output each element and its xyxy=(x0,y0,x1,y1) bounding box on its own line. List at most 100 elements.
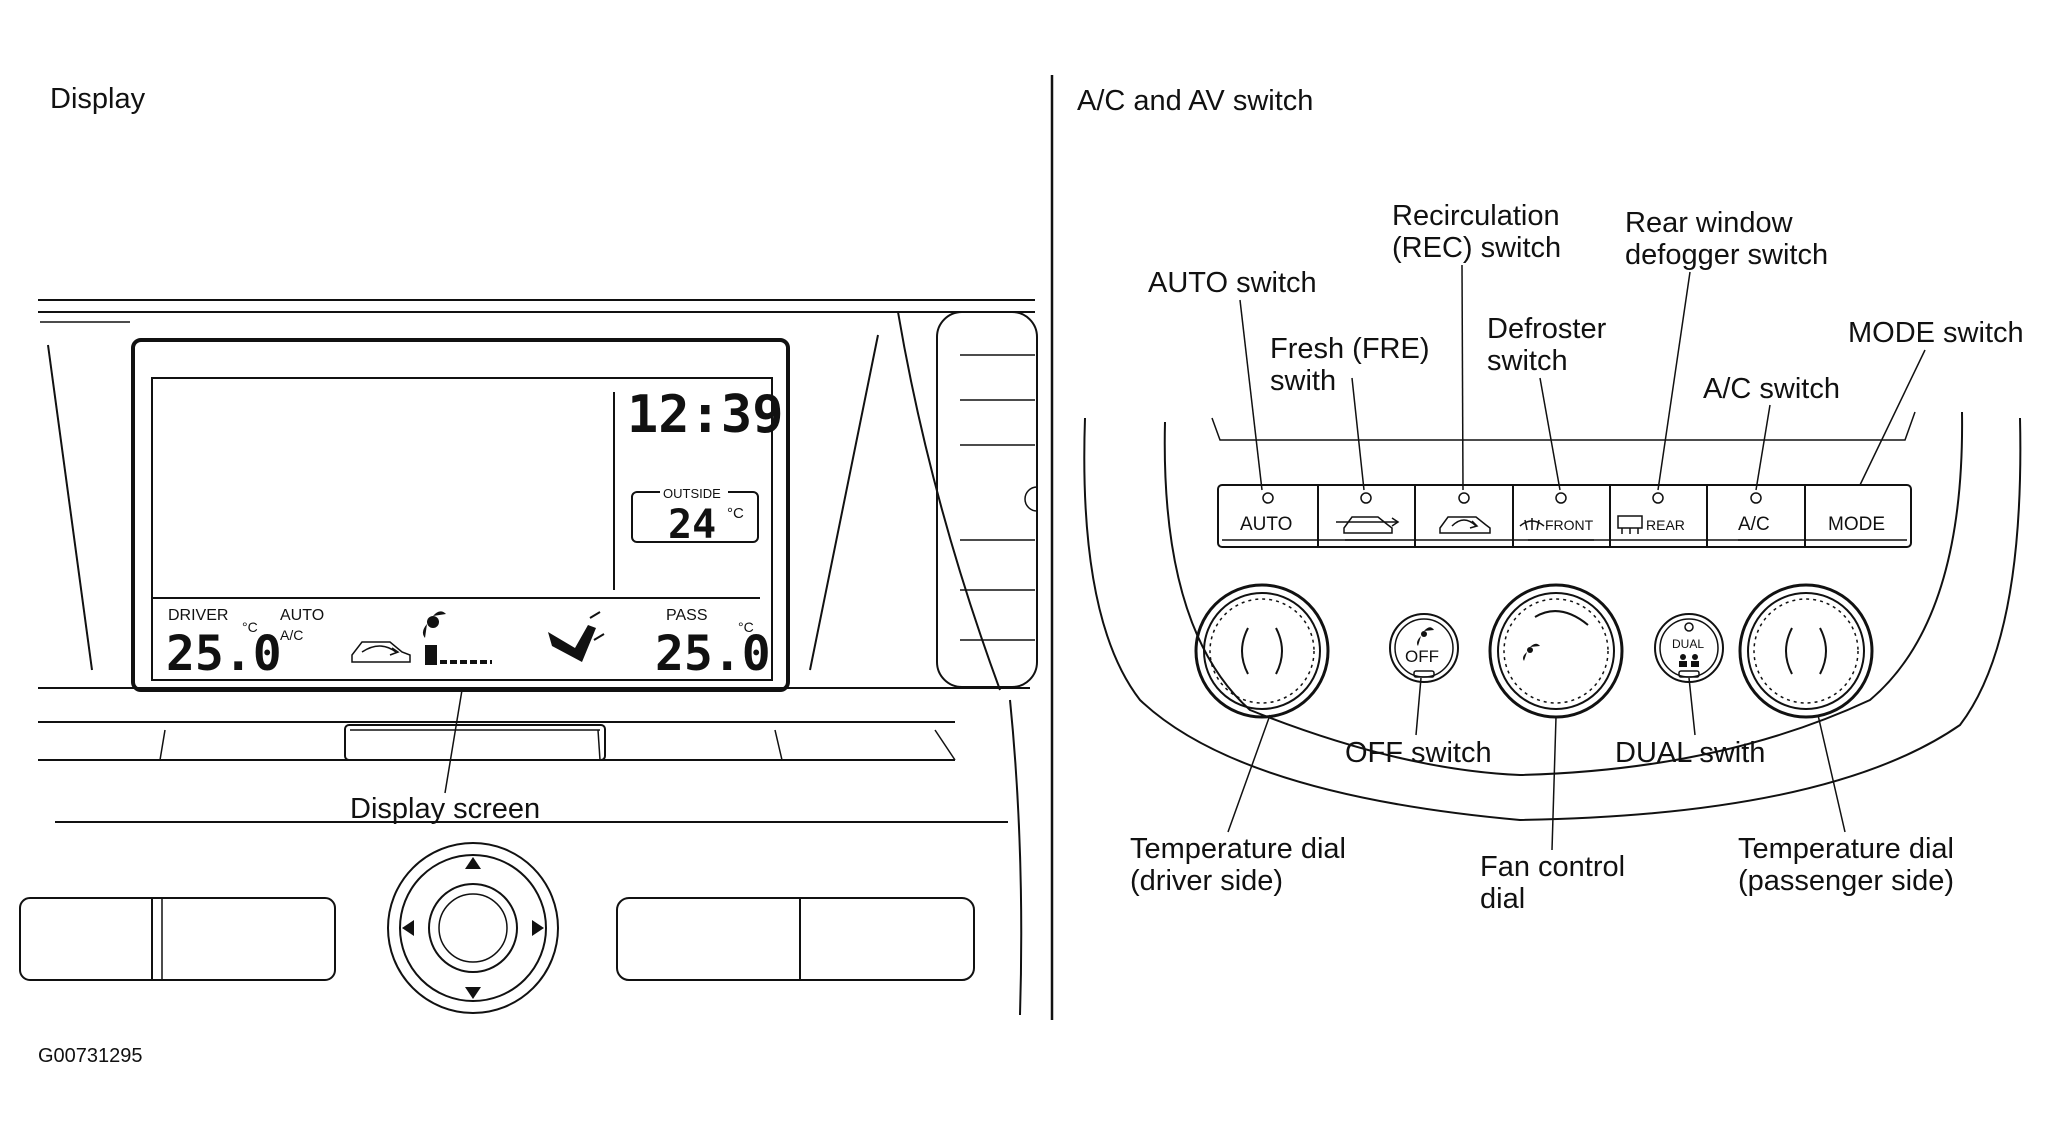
ac-button-label: A/C xyxy=(1738,514,1770,535)
driver-label: DRIVER xyxy=(168,607,228,624)
off-fan-icon xyxy=(1417,627,1434,646)
nav-pad-ring xyxy=(399,854,547,1002)
off-switch-leader xyxy=(1415,677,1422,736)
temp-dial-driver-label-line2: (driver side) xyxy=(1130,865,1283,897)
dual-seats-icon xyxy=(1679,654,1699,667)
ac-indicator: A/C xyxy=(280,627,303,643)
front-defrost-icon xyxy=(1519,518,1545,531)
temp-dial-driver-leader xyxy=(1227,714,1271,833)
ac-button[interactable]: A/C xyxy=(1709,488,1803,543)
pass-unit: °C xyxy=(738,619,754,635)
recirc-button[interactable] xyxy=(1417,488,1511,543)
mode-switch-label: MODE switch xyxy=(1848,317,2024,349)
recirc-label-line1: Recirculation xyxy=(1392,200,1560,232)
nav-right-arrow xyxy=(532,920,544,936)
recirc-label-line2: (REC) switch xyxy=(1392,232,1561,264)
pass-label: PASS xyxy=(666,607,708,624)
air-vent xyxy=(936,311,1038,688)
cd-slot xyxy=(344,724,606,761)
fresh-label-line2: swith xyxy=(1270,365,1336,397)
temp-dial-pass-label-line1: Temperature dial xyxy=(1738,833,1954,865)
dash-mid-slant xyxy=(934,729,956,761)
outside-label: OUTSIDE xyxy=(663,486,721,501)
defroster-label-line2: switch xyxy=(1487,345,1568,377)
mode-switch-leader xyxy=(1859,349,1926,486)
rear-defogger-label-line2: defogger switch xyxy=(1625,239,1828,271)
ac-led xyxy=(1750,492,1762,504)
nav-pad-center-inner xyxy=(438,893,508,963)
dash-slot-mark-3 xyxy=(597,729,601,761)
display-title: Display xyxy=(50,83,146,115)
dash-right-slant xyxy=(809,334,879,671)
mode-button-label: MODE xyxy=(1828,514,1885,535)
defroster-leader xyxy=(1539,377,1561,491)
figure-id: G00731295 xyxy=(38,1045,143,1067)
dual-switch-leader xyxy=(1688,677,1696,736)
temp-dial-pass-leader xyxy=(1817,714,1846,833)
display-screen-label: Display screen xyxy=(350,793,540,825)
recirc-leader xyxy=(1461,264,1464,491)
ac-switch-leader xyxy=(1755,404,1771,491)
pass-temp: 25.0 xyxy=(655,626,771,682)
fresh-leader xyxy=(1351,377,1365,491)
dash-slot-mark-2 xyxy=(774,729,783,761)
temperature-dial-driver[interactable] xyxy=(1194,583,1330,719)
fan-icon xyxy=(422,611,446,638)
off-switch-label: OFF switch xyxy=(1345,737,1492,769)
clock-readout: 12:39 xyxy=(627,385,784,445)
auto-button[interactable]: AUTO xyxy=(1222,488,1316,543)
panel-outer-contour xyxy=(1083,417,2022,822)
dual-switch-label: DUAL swith xyxy=(1615,737,1765,769)
fresh-button[interactable] xyxy=(1320,488,1414,543)
fresh-led xyxy=(1360,492,1372,504)
front-defroster-button[interactable]: FRONT xyxy=(1515,488,1609,543)
recirc-air-icon xyxy=(1439,516,1491,534)
rear-defrost-led xyxy=(1652,492,1664,504)
recirc-icon xyxy=(351,641,411,663)
outside-unit: °C xyxy=(727,505,744,522)
fan-dial-label-line2: dial xyxy=(1480,883,1525,915)
outside-temp: 24 xyxy=(668,502,716,548)
auto-button-label: AUTO xyxy=(1240,514,1292,535)
temp-dial-pass-label-line2: (passenger side) xyxy=(1738,865,1954,897)
left-button-block xyxy=(19,897,336,981)
off-button-label: OFF xyxy=(1405,647,1439,666)
ac-av-title: A/C and AV switch xyxy=(1077,85,1313,117)
nav-left-arrow xyxy=(402,920,414,936)
fan-dial-leader xyxy=(1551,716,1557,851)
display-screen xyxy=(151,377,773,681)
auto-switch-label: AUTO switch xyxy=(1148,267,1317,299)
dual-led xyxy=(1684,622,1694,632)
temperature-dial-passenger[interactable] xyxy=(1738,583,1874,719)
driver-unit: °C xyxy=(242,619,258,635)
fan-dial-label-line1: Fan control xyxy=(1480,851,1625,883)
rear-defogger-label: REAR xyxy=(1646,517,1685,533)
fan-control-dial[interactable] xyxy=(1488,583,1624,719)
dual-button-label: DUAL xyxy=(1672,637,1704,651)
fan-level-bar xyxy=(425,645,437,665)
rear-defrost-icon xyxy=(1617,515,1643,534)
fan-dial-icon xyxy=(1523,643,1540,661)
ac-switch-label: A/C switch xyxy=(1703,373,1840,405)
right-button-block xyxy=(616,897,975,981)
fresh-air-icon xyxy=(1336,516,1400,534)
switch-strip xyxy=(1217,484,1912,548)
nav-pad-outer xyxy=(387,842,559,1014)
rear-defogger-leader xyxy=(1657,271,1691,491)
nav-up-arrow xyxy=(465,857,481,869)
recirc-led xyxy=(1458,492,1470,504)
off-button[interactable]: OFF xyxy=(1389,613,1459,683)
temp-dial-driver-label-line1: Temperature dial xyxy=(1130,833,1346,865)
dash-left-slant xyxy=(47,344,93,671)
front-defrost-led xyxy=(1555,492,1567,504)
mode-button[interactable]: MODE xyxy=(1807,488,1909,543)
fresh-label-line1: Fresh (FRE) xyxy=(1270,333,1430,365)
dash-right-lower-curve xyxy=(1009,699,1023,1016)
rear-defogger-button[interactable]: REAR xyxy=(1612,488,1706,543)
auto-switch-leader xyxy=(1239,299,1263,491)
outside-label-bg xyxy=(660,484,728,500)
dual-button[interactable]: DUAL xyxy=(1654,613,1724,683)
auto-led xyxy=(1262,492,1274,504)
